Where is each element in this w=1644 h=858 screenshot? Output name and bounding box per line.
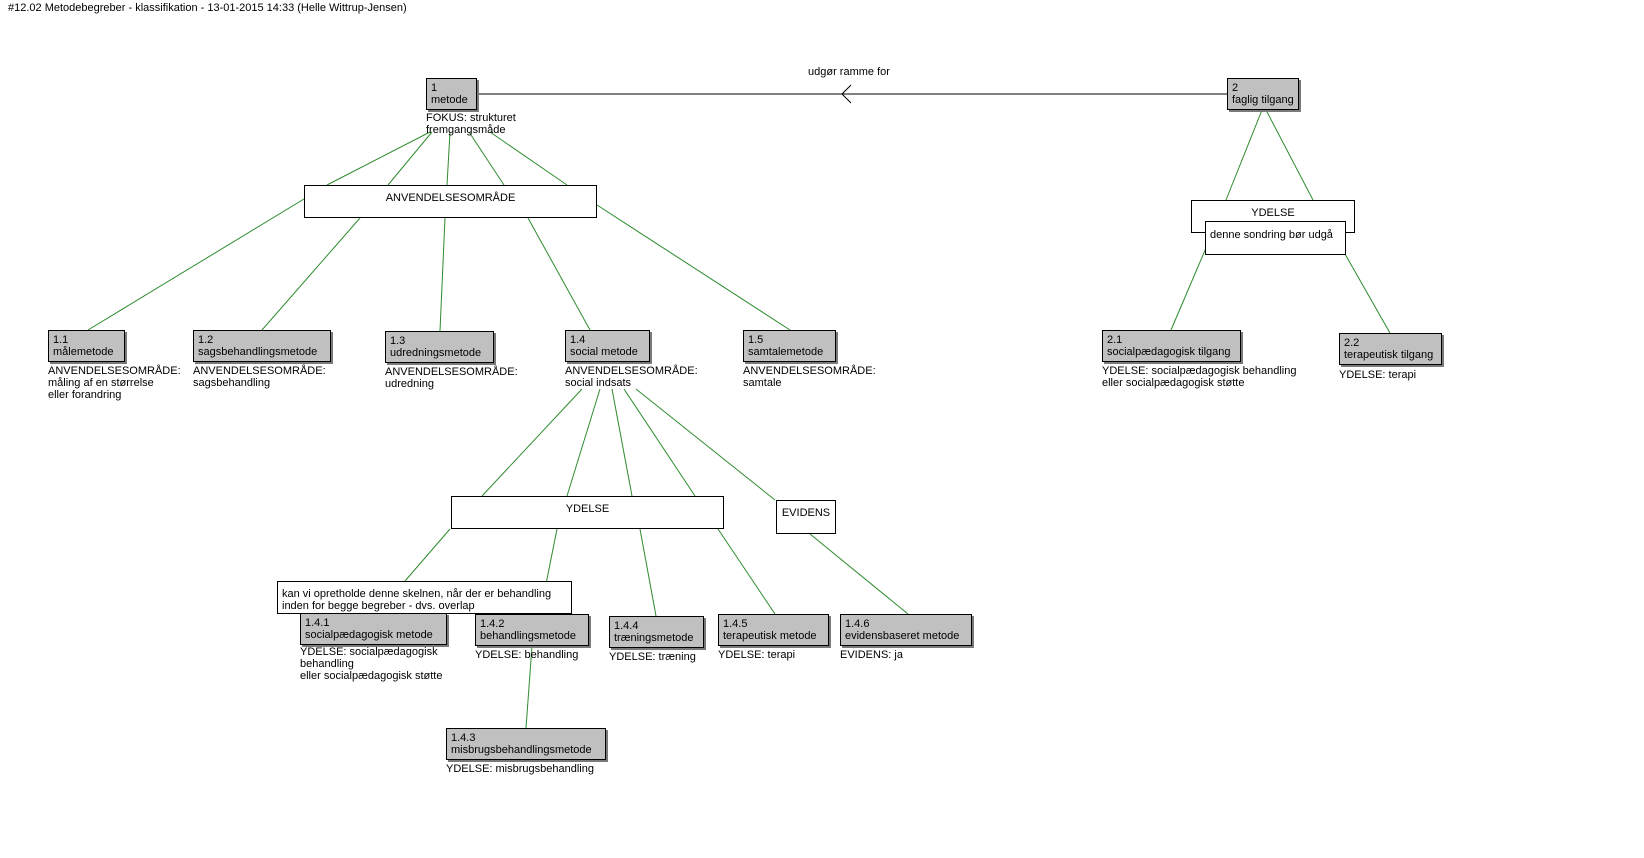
connector-line — [489, 131, 568, 186]
node-annotation: YDELSE: træning — [609, 651, 696, 663]
category-evidens[interactable]: EVIDENS — [776, 500, 836, 534]
concept-node-1-2[interactable]: 1.2 sagsbehandlingsmetode — [193, 330, 331, 362]
node-number: 1.4.1 — [305, 617, 330, 629]
node-annotation: ANVENDELSESOMRÅDE: måling af en størrels… — [48, 365, 181, 401]
connector-line — [623, 388, 696, 497]
node-annotation: ANVENDELSESOMRÅDE: sagsbehandling — [193, 365, 326, 389]
node-number: 1.3 — [390, 335, 406, 347]
node-number: 1.2 — [198, 334, 214, 346]
node-label: evidensbaseret metode — [845, 630, 960, 642]
concept-node-1-4-1[interactable]: 1.4.1 socialpædagogisk metode — [300, 613, 447, 645]
node-annotation: EVIDENS: ja — [840, 649, 903, 661]
connector-line — [446, 131, 451, 186]
connector-line — [525, 645, 533, 729]
node-number: 1.1 — [53, 334, 69, 346]
connector-line — [87, 198, 305, 331]
concept-node-1-5[interactable]: 1.5 samtalemetode — [743, 330, 836, 362]
concept-node-1-4-2[interactable]: 1.4.2 behandlingsmetode — [475, 614, 589, 646]
connector-line — [639, 528, 657, 617]
node-label: metode — [431, 94, 468, 106]
connector-line — [404, 528, 451, 582]
connector-line — [1225, 109, 1263, 201]
node-label: sagsbehandlingsmetode — [198, 346, 318, 358]
node-number: 1 — [431, 82, 438, 94]
note-overlap[interactable]: kan vi opretholde denne skelnen, når der… — [277, 581, 572, 614]
concept-node-2-2[interactable]: 2.2 terapeutisk tilgang — [1339, 333, 1442, 365]
connector-line — [596, 204, 791, 331]
concept-node-2[interactable]: 2 faglig tilgang — [1227, 78, 1299, 110]
node-label: socialpædagogisk tilgang — [1107, 346, 1231, 358]
node-annotation: ANVENDELSESOMRÅDE: social indsats — [565, 365, 698, 389]
node-number: 2.2 — [1344, 337, 1360, 349]
connector-line — [439, 217, 446, 332]
node-label: målemetode — [53, 346, 114, 358]
node-number: 1.4.3 — [451, 732, 476, 744]
category-anvendelsesomraade[interactable]: ANVENDELSESOMRÅDE — [304, 185, 597, 218]
concept-node-1-4[interactable]: 1.4 social metode — [565, 330, 650, 362]
connector-line — [468, 131, 505, 186]
connector-line — [1265, 109, 1314, 201]
relation-label: udgør ramme for — [808, 66, 890, 78]
node-number: 2.1 — [1107, 334, 1123, 346]
note-overlap-text: kan vi opretholde denne skelnen, når der… — [282, 588, 552, 612]
node-label: træningsmetode — [614, 632, 694, 644]
node-number: 1.4 — [570, 334, 586, 346]
connector-line — [1344, 253, 1391, 334]
note-sondring[interactable]: denne sondring bør udgå — [1205, 221, 1346, 255]
diagram-title: #12.02 Metodebegreber - klassifikation -… — [8, 2, 407, 14]
node-number: 1.4.4 — [614, 620, 639, 632]
node-label: behandlingsmetode — [480, 630, 577, 642]
connector-line — [635, 388, 776, 501]
concept-node-1-4-4[interactable]: 1.4.4 træningsmetode — [609, 616, 704, 648]
node-label: terapeutisk metode — [723, 630, 817, 642]
concept-node-1-4-5[interactable]: 1.4.5 terapeutisk metode — [718, 614, 829, 646]
relation-arrowhead — [841, 84, 852, 104]
connector-line — [481, 388, 583, 497]
connector-line — [809, 533, 909, 615]
node-label: socialpædagogisk metode — [305, 629, 433, 641]
concept-node-1-1[interactable]: 1.1 målemetode — [48, 330, 125, 362]
concept-node-1-3[interactable]: 1.3 udredningsmetode — [385, 331, 494, 363]
node-annotation: YDELSE: terapi — [1339, 369, 1417, 381]
node-label: faglig tilgang — [1232, 94, 1294, 106]
node-annotation: YDELSE: misbrugsbehandling — [446, 763, 594, 775]
connector-line — [387, 131, 433, 186]
node-annotation: YDELSE: socialpædagogisk behandling elle… — [300, 646, 443, 682]
connector-line — [566, 388, 601, 497]
node-annotation: YDELSE: socialpædagogisk behandling elle… — [1102, 365, 1297, 389]
node-number: 2 — [1232, 82, 1239, 94]
node-number: 1.5 — [748, 334, 764, 346]
node-number: 1.4.6 — [845, 618, 870, 630]
node-label: misbrugsbehandlingsmetode — [451, 744, 592, 756]
concept-node-1-4-3[interactable]: 1.4.3 misbrugsbehandlingsmetode — [446, 728, 606, 760]
connector-line — [611, 388, 633, 497]
connector-line — [527, 217, 591, 331]
node-label: samtalemetode — [748, 346, 824, 358]
connector-line — [1170, 247, 1207, 331]
node-label: social metode — [570, 346, 638, 358]
category-ydelse-mid[interactable]: YDELSE — [451, 496, 724, 529]
node-annotation: YDELSE: terapi — [718, 649, 796, 661]
connector-line — [261, 217, 361, 331]
concept-node-1[interactable]: 1 metode — [426, 78, 477, 110]
connector-line — [326, 131, 431, 186]
node-annotation: FOKUS: strukturet fremgangsmåde — [426, 112, 516, 136]
node-annotation: ANVENDELSESOMRÅDE: samtale — [743, 365, 876, 389]
connector-line — [717, 528, 776, 615]
node-label: terapeutisk tilgang — [1344, 349, 1434, 361]
node-number: 1.4.5 — [723, 618, 748, 630]
node-number: 1.4.2 — [480, 618, 505, 630]
concept-node-2-1[interactable]: 2.1 socialpædagogisk tilgang — [1102, 330, 1241, 362]
node-annotation: ANVENDELSESOMRÅDE: udredning — [385, 366, 518, 390]
node-label: udredningsmetode — [390, 347, 482, 359]
node-annotation: YDELSE: behandling — [475, 649, 579, 661]
concept-node-1-4-6[interactable]: 1.4.6 evidensbaseret metode — [840, 614, 972, 646]
